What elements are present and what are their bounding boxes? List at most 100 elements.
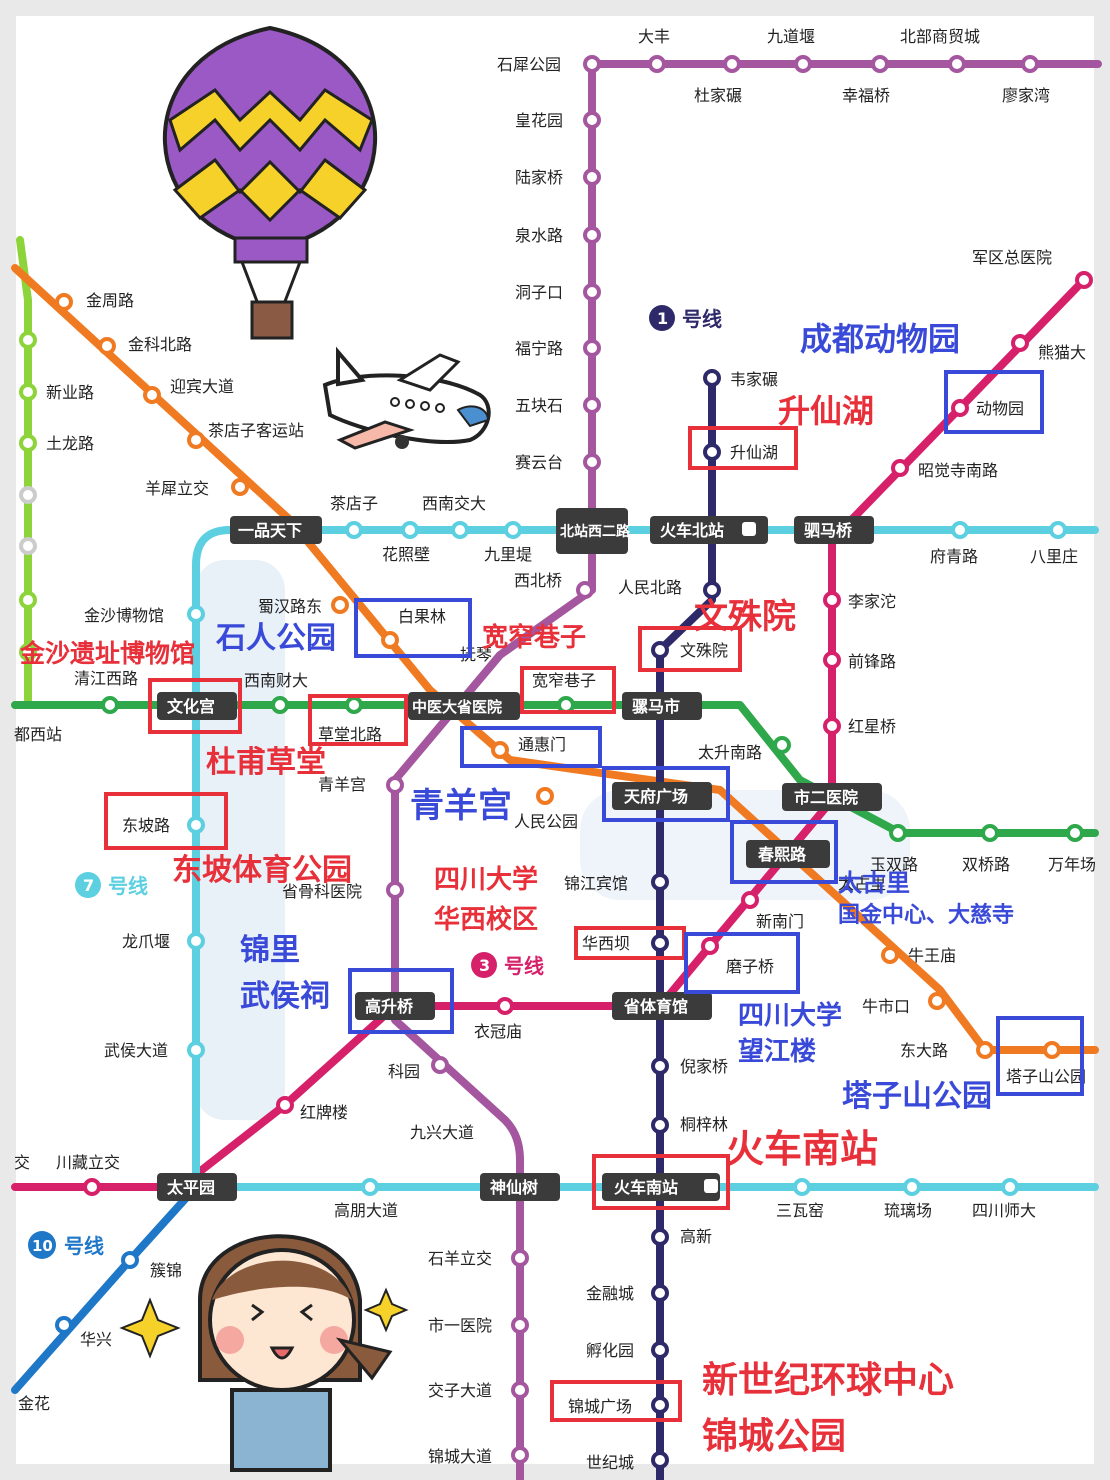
station-label: 东坡路: [122, 816, 170, 835]
station-label: 文殊院: [680, 641, 728, 660]
station-label: 武侯大道: [104, 1041, 168, 1060]
annotation-shengxianhu: 升仙湖: [778, 392, 874, 430]
station-label: 动物园: [976, 399, 1024, 418]
svg-text:1: 1: [657, 309, 668, 328]
station-label: 石羊立交: [428, 1249, 492, 1268]
station-label: 双桥路: [962, 855, 1010, 874]
station-label: 石犀公园: [497, 55, 561, 74]
station-label: 五块石: [515, 396, 563, 415]
station-label: 四川师大: [972, 1201, 1036, 1220]
station-label: 羊犀立交: [145, 479, 209, 498]
line-10: [11, 1183, 200, 1394]
station-label: 前锋路: [848, 652, 896, 671]
annotation-scu-huaxi: 华西校区: [434, 904, 538, 935]
station-label: 省骨科医院: [282, 882, 362, 901]
station-label: 磨子桥: [726, 957, 774, 976]
hub-label: 神仙树: [490, 1178, 538, 1197]
hub-label: 天府广场: [624, 787, 688, 806]
station-label: 白果林: [398, 607, 446, 626]
station-label: 廖家湾: [1002, 86, 1050, 105]
station-label: 倪家桥: [680, 1057, 728, 1076]
line-label-1: 1 号线: [649, 305, 722, 331]
station-label: 花照壁: [382, 545, 430, 564]
svg-text:号线: 号线: [504, 954, 544, 978]
annotation-jinli: 武侯祠: [240, 979, 330, 1014]
station-label: 新南门: [756, 912, 804, 931]
station-label: 迎宾大道: [170, 377, 234, 396]
annotation-chengdu-zoo: 成都动物园: [800, 320, 960, 358]
station-label: 陆家桥: [515, 168, 563, 187]
station-label: 都西站: [14, 725, 62, 744]
annotation-kuanzhaixiangzi: 宽窄巷子: [482, 622, 586, 653]
line-label-3: 3 号线: [471, 952, 544, 978]
station-label: 市一医院: [428, 1316, 492, 1335]
station-label: 孵化园: [586, 1341, 634, 1360]
station-label: 八里庄: [1030, 547, 1078, 566]
hub-label: 驷马桥: [804, 521, 853, 540]
station-label: 琉璃场: [884, 1201, 932, 1220]
annotation-new-century: 锦城公园: [702, 1416, 846, 1457]
annotation-scu-wangjiang: 四川大学: [738, 1000, 842, 1031]
hub-label: 文化宫: [167, 697, 215, 716]
station-label: 锦城大道: [428, 1447, 492, 1466]
hub-label: 火车南站: [614, 1178, 678, 1197]
station-label: 牛市口: [862, 997, 910, 1016]
station-label: 杜家碾: [694, 86, 742, 105]
station-label: 金周路: [86, 291, 134, 310]
station-label: 福宁路: [515, 339, 563, 358]
station-label: 九里堤: [484, 545, 532, 564]
hub-label: 骡马市: [632, 697, 680, 716]
station-label: 熊猫大: [1038, 343, 1086, 362]
station-label: 锦江宾馆: [564, 874, 628, 893]
station-label: 金沙博物馆: [84, 606, 164, 625]
station-label: 红星桥: [848, 717, 896, 736]
hub-label: 火车北站: [660, 521, 724, 540]
station-label: 太升南路: [698, 743, 762, 762]
station-label: 北部商贸城: [900, 27, 980, 46]
station-label: 府青路: [930, 547, 978, 566]
station-label: 塔子山公园: [1006, 1067, 1086, 1086]
station-label: 人民公园: [514, 812, 578, 831]
annotation-dufu: 杜甫草堂: [206, 745, 326, 780]
station-label: 幸福桥: [842, 86, 890, 105]
line-label-7: 7 号线: [75, 872, 148, 898]
station-label: 簇锦: [150, 1261, 182, 1280]
hub-label: 市二医院: [794, 788, 858, 807]
hub-label: 太平园: [166, 1178, 215, 1197]
station-dots: [19, 55, 1093, 1469]
svg-text:7: 7: [83, 876, 94, 895]
station-label: 世纪城: [586, 1453, 634, 1472]
station-label: 大丰: [638, 27, 670, 46]
station-label: 牛王庙: [908, 946, 956, 965]
hub-label: 高升桥: [365, 997, 414, 1016]
station-label: 玉双路: [870, 855, 918, 874]
annotations: 成都动物园 升仙湖 文殊院 石人公园 宽窄巷子 金沙遗址博物馆 杜甫草堂 青羊宫…: [19, 320, 1014, 1457]
station-label: 赛云台: [515, 453, 563, 472]
annotation-scu-wangjiang: 望江楼: [738, 1037, 816, 1067]
station-label: 高新: [680, 1227, 712, 1246]
station-label: 洞子口: [515, 283, 563, 302]
annotation-railway-south: 火车南站: [726, 1127, 878, 1171]
station-label: 西南财大: [244, 671, 308, 690]
station-label: 桐梓林: [680, 1115, 728, 1134]
station-label: 草堂北路: [318, 725, 382, 744]
station-label: 九道堰: [767, 27, 815, 46]
annotation-taikoo: 国金中心、大慈寺: [838, 902, 1014, 928]
annotation-dongpo: 东坡体育公园: [172, 853, 352, 888]
hub-label: 中医大省医院: [412, 698, 502, 716]
annotation-wenshuyuan: 文殊院: [694, 597, 796, 637]
station-label: 东大路: [900, 1041, 948, 1060]
station-label: 升仙湖: [730, 443, 778, 462]
hub-label: 省体育馆: [623, 997, 688, 1016]
annotation-taikoo: 太古里: [838, 869, 910, 897]
station-label: 军区总医院: [972, 248, 1052, 267]
station-label: 科园: [388, 1062, 420, 1081]
station-label: 高朋大道: [334, 1201, 398, 1220]
hub-label: 春熙路: [757, 845, 807, 864]
svg-text:10: 10: [32, 1237, 53, 1255]
station-label: 华西坝: [582, 934, 630, 953]
line-2: [11, 264, 1099, 1054]
station-label: 西南交大: [422, 494, 486, 513]
girl-illustration: [119, 1234, 409, 1472]
